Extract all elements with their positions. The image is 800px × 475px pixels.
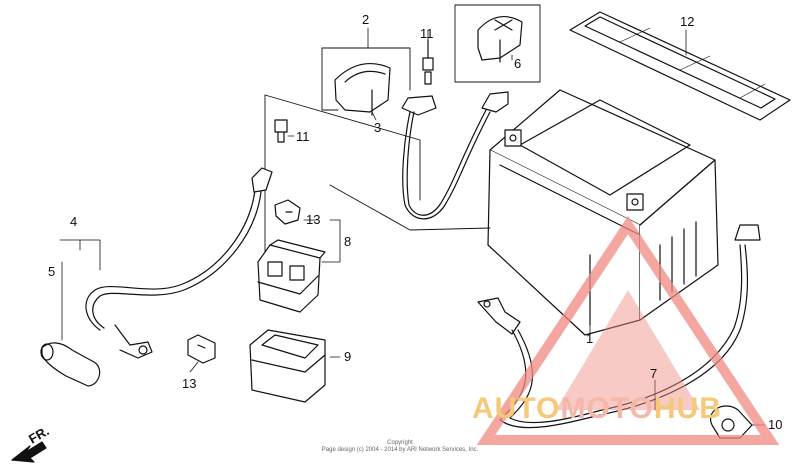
copyright-line-1: Copyright (387, 440, 413, 446)
callout-2: 2 (362, 12, 369, 27)
watermark-part-3: HUB (653, 392, 722, 425)
bolt-11b (274, 119, 288, 143)
leader-lines (59, 27, 766, 426)
fuse-13b (187, 334, 216, 364)
cable-clip (709, 405, 753, 439)
callout-labels: 2 3 11 6 12 11 4 5 13 8 9 13 1 7 10 FR. (26, 12, 782, 447)
callout-10: 10 (768, 417, 782, 432)
battery-strap (569, 11, 791, 121)
bolt-11a (422, 39, 434, 85)
battery-cable-positive (401, 91, 509, 220)
relay-cover (249, 329, 326, 403)
callout-6: 6 (514, 56, 521, 71)
watermark-part-1: AUTO (472, 392, 561, 425)
terminal-boot-5 (40, 342, 101, 387)
watermark-logo: AUTOMOTOHUB (472, 392, 722, 426)
fuse-13a (274, 199, 301, 225)
callout-9: 9 (344, 349, 351, 364)
watermark-triangle (476, 215, 780, 445)
battery (487, 89, 719, 336)
callout-11-left: 11 (296, 129, 310, 144)
starter-relay (257, 239, 326, 313)
callout-5: 5 (48, 264, 55, 279)
terminal-cover-2 (334, 62, 391, 116)
terminal-cover-6 (477, 15, 523, 63)
copyright-line-2: Page design (c) 2004 - 2014 by ARI Netwo… (321, 447, 479, 453)
callout-4: 4 (70, 214, 77, 229)
front-arrow-icon (11, 441, 47, 463)
battery-cable-negative (477, 224, 761, 429)
callout-13-top: 13 (306, 212, 320, 227)
starter-cable (85, 167, 273, 359)
callout-13-bottom: 13 (182, 376, 196, 391)
callout-7: 7 (650, 366, 657, 381)
watermark-part-2: MOTO (560, 392, 654, 425)
callout-1: 1 (586, 331, 593, 346)
callout-3: 3 (374, 120, 381, 135)
callout-11-top: 11 (420, 26, 434, 41)
callout-12: 12 (680, 14, 694, 29)
callout-8: 8 (344, 234, 351, 249)
